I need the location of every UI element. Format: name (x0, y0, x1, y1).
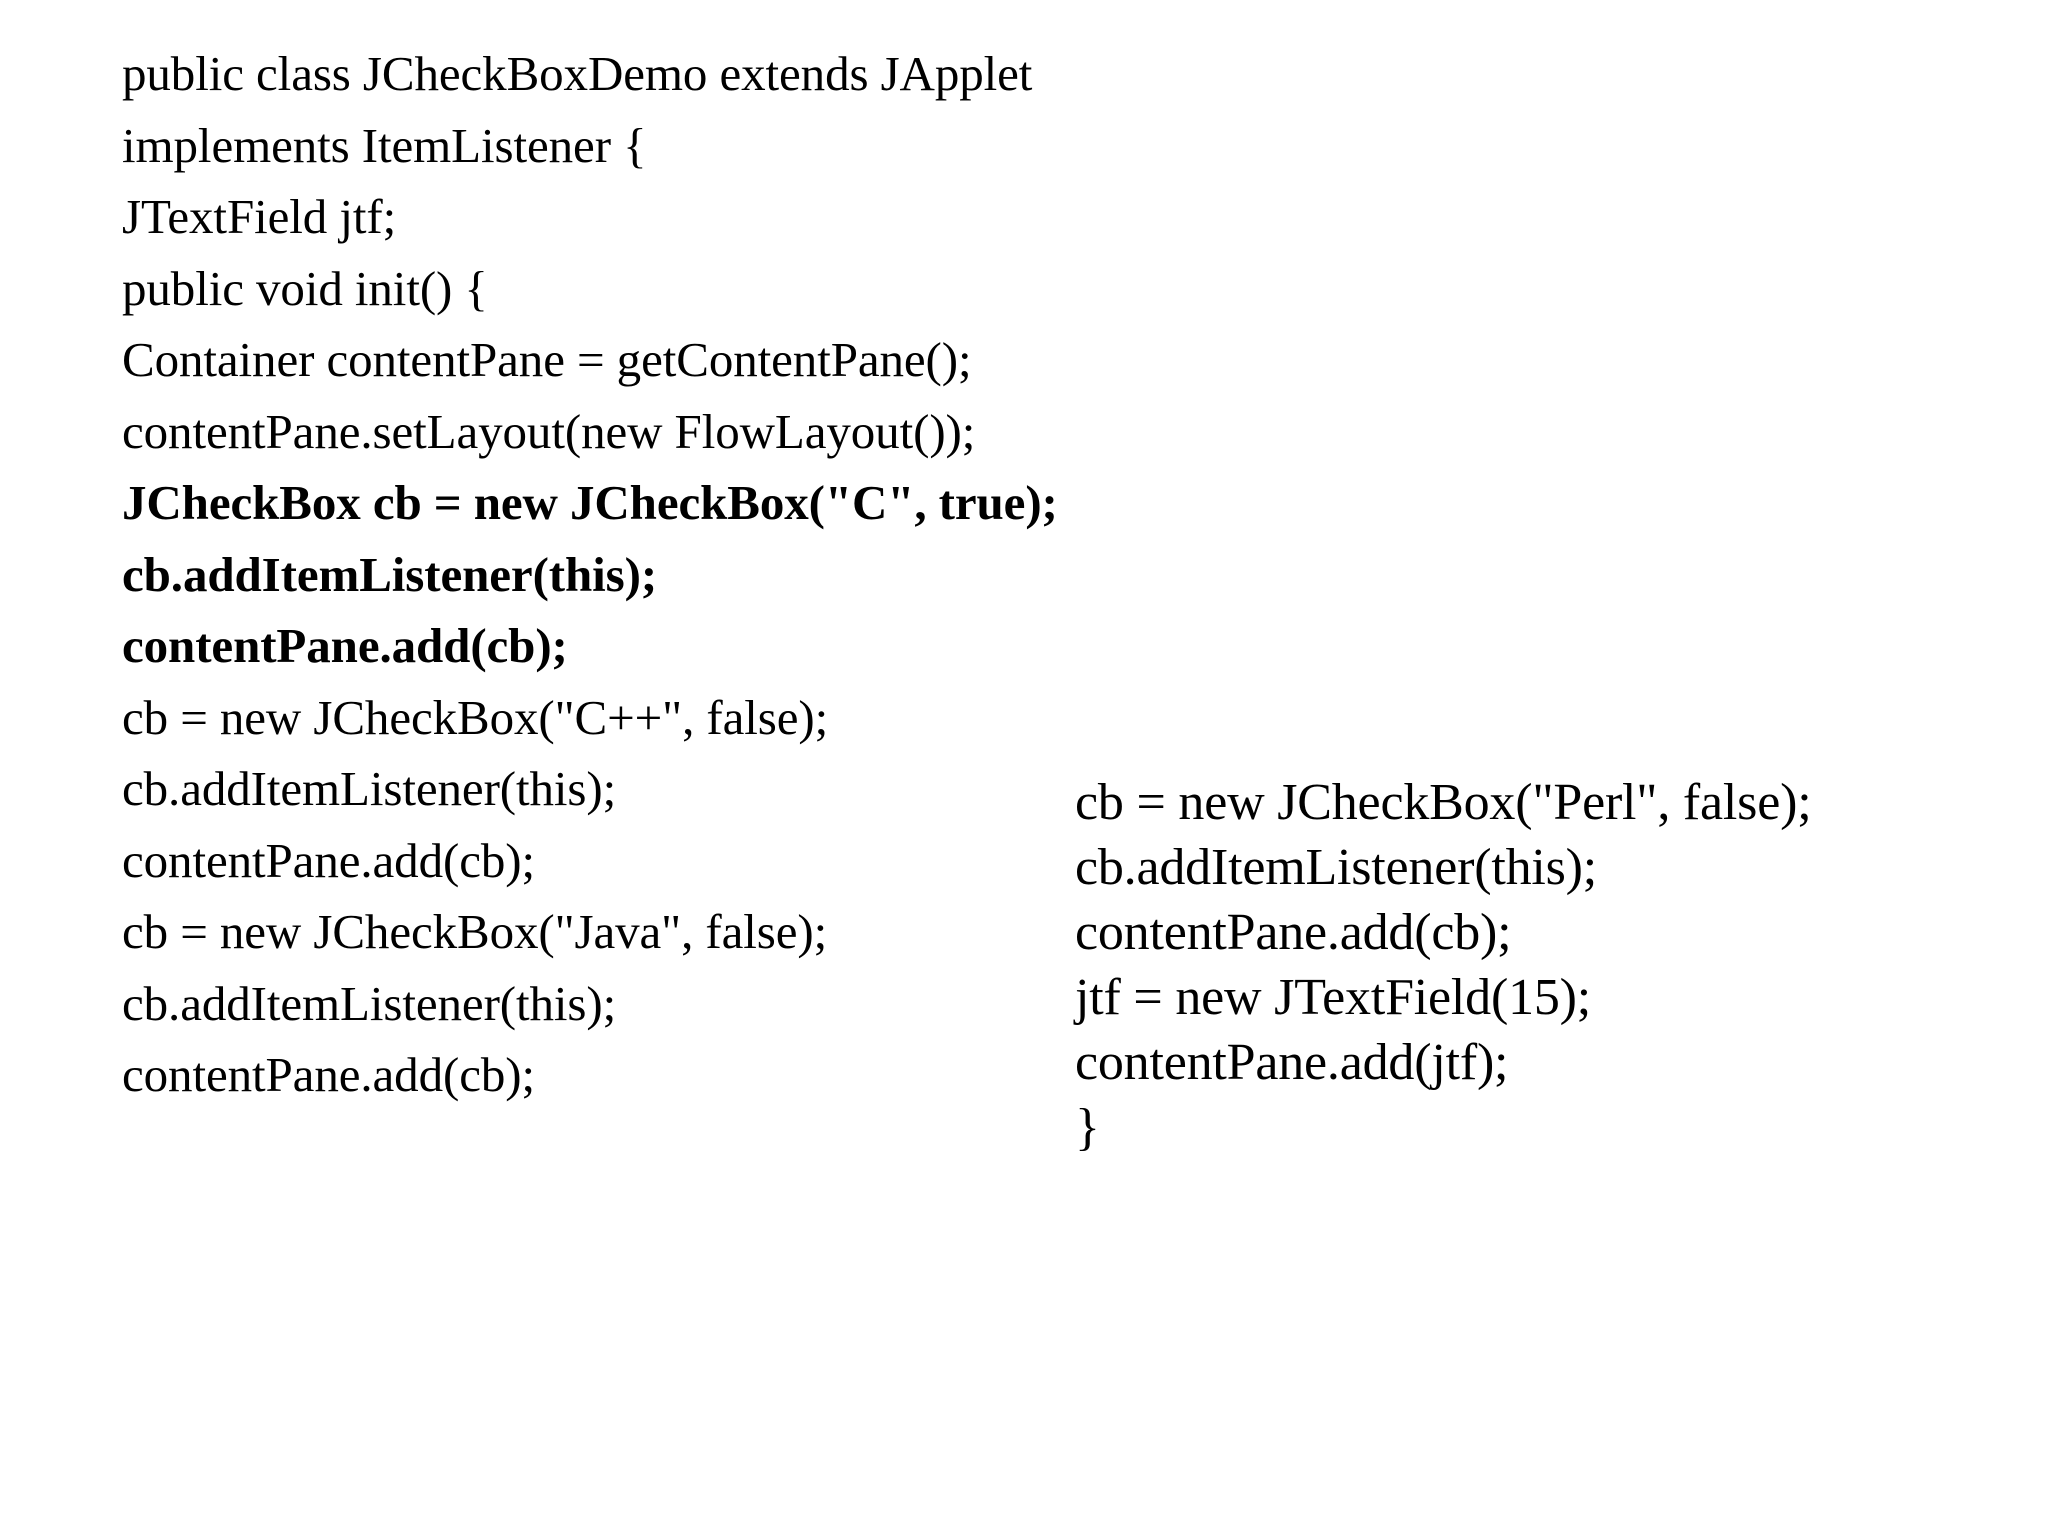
code-line: contentPane.add(cb); (122, 1047, 535, 1102)
code-line: contentPane.add(cb); (122, 618, 568, 673)
code-line: Container contentPane = getContentPane()… (122, 332, 972, 387)
code-line: contentPane.add(jtf); (1075, 1034, 1509, 1091)
code-line: JTextField jtf; (122, 189, 397, 244)
code-line: cb.addItemListener(this); (122, 975, 617, 1031)
code-line: cb.addItemListener(this); (122, 546, 658, 602)
code-line: } (1075, 1099, 1100, 1156)
code-line: cb = new JCheckBox("Java", false); (122, 904, 828, 959)
code-line: cb = new JCheckBox("C++", false); (122, 689, 829, 745)
code-line: public class JCheckBoxDemo extends JAppl… (122, 46, 1033, 101)
code-line: implements ItemListener { (122, 117, 647, 173)
code-line: jtf = new JTextField(15); (1075, 969, 1592, 1026)
code-line: contentPane.setLayout(new FlowLayout()); (122, 403, 976, 459)
code-line: cb.addItemListener(this); (1075, 839, 1598, 896)
right-code-column: cb = new JCheckBox("Perl", false); cb.add… (1075, 770, 2048, 1160)
code-line: contentPane.add(cb); (122, 832, 535, 888)
code-line: contentPane.add(cb); (1075, 904, 1512, 961)
code-line: cb.addItemListener(this); (122, 761, 617, 816)
code-line: JCheckBox cb = new JCheckBox("C", true); (122, 475, 1058, 530)
code-line: public void init() { (122, 260, 488, 316)
code-line: cb = new JCheckBox("Perl", false); (1075, 774, 1812, 831)
left-code-column: public class JCheckBoxDemo extends JAppl… (122, 38, 1102, 1111)
